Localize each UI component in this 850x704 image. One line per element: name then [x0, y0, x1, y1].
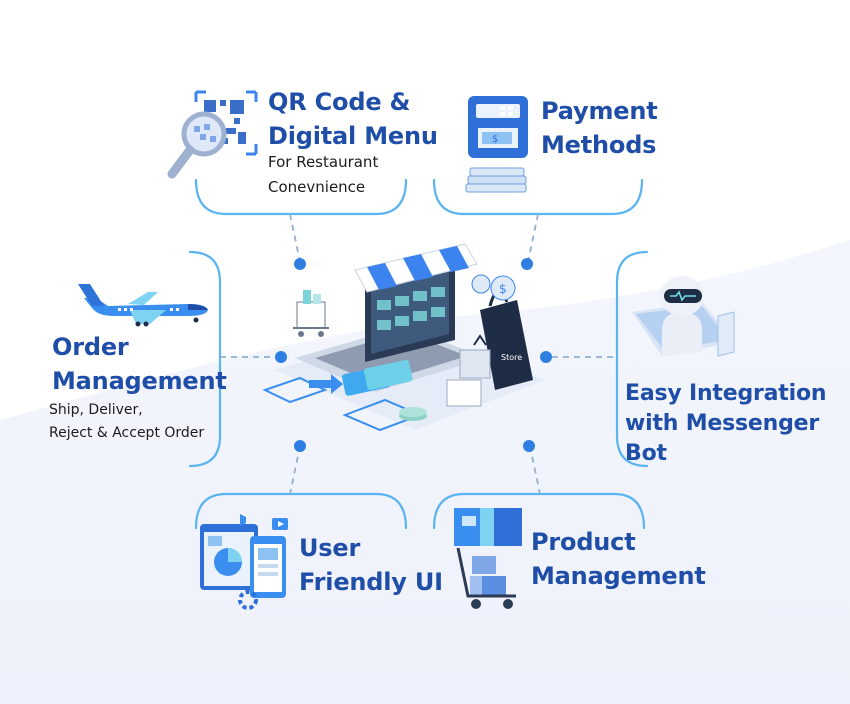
connector-dot — [294, 258, 306, 270]
messenger-title-line: Easy Integration — [625, 381, 827, 406]
connector-dot — [540, 351, 552, 363]
ui-screens-icon — [200, 514, 288, 610]
order-management-title: Order Management — [52, 330, 227, 398]
messenger-title-line: with Messenger Bot — [625, 411, 820, 466]
airplane-icon — [78, 284, 208, 327]
qr-title-line: QR Code & — [268, 88, 411, 116]
user-friendly-ui-title: User Friendly UI — [299, 531, 443, 599]
order-arc — [188, 250, 222, 468]
product-management-title: Product Management — [531, 525, 706, 593]
qr-magnifier-icon — [167, 90, 258, 179]
payment-title-line: Payment — [541, 97, 658, 125]
product-title-line: Management — [531, 562, 706, 590]
product-title-line: Product — [531, 528, 636, 556]
svg-text:$: $ — [499, 282, 507, 296]
qr-arc — [194, 178, 408, 216]
messenger-arc — [615, 250, 649, 468]
store-label: Store — [501, 353, 522, 362]
ui-title-line: User — [299, 534, 361, 562]
payment-title-line: Methods — [541, 131, 657, 159]
order-title-line: Order — [52, 333, 129, 361]
boxes-trolley-icon — [454, 508, 522, 609]
connector-dot — [275, 351, 287, 363]
qr-title-line: Digital Menu — [268, 122, 438, 150]
connector-dot — [523, 440, 535, 452]
qr-menu-title: QR Code & Digital Menu — [268, 85, 438, 153]
ui-title-line: Friendly UI — [299, 568, 443, 596]
product-arc — [432, 492, 646, 530]
messenger-bot-title: Easy Integration with Messenger Bot — [625, 379, 850, 469]
qr-menu-subtitle: For Restaurant Conevnience — [268, 150, 378, 200]
order-management-subtitle: Ship, Deliver, Reject & Accept Order — [49, 399, 204, 445]
online-store-laptop-icon: Store $ — [262, 243, 545, 432]
robot-bot-icon — [632, 276, 735, 357]
connector-dot — [521, 258, 533, 270]
order-title-line: Management — [52, 367, 227, 395]
qr-sub-line: Conevnience — [268, 178, 366, 196]
svg-text:$: $ — [492, 134, 498, 145]
atm-payment-icon: $ — [465, 96, 528, 193]
payment-methods-title: Payment Methods — [541, 94, 658, 162]
qr-sub-line: For Restaurant — [268, 153, 379, 171]
connector-dot — [294, 440, 306, 452]
order-sub-line: Reject & Accept Order — [49, 425, 205, 441]
order-sub-line: Ship, Deliver, — [49, 402, 143, 418]
ui-arc — [194, 492, 408, 530]
